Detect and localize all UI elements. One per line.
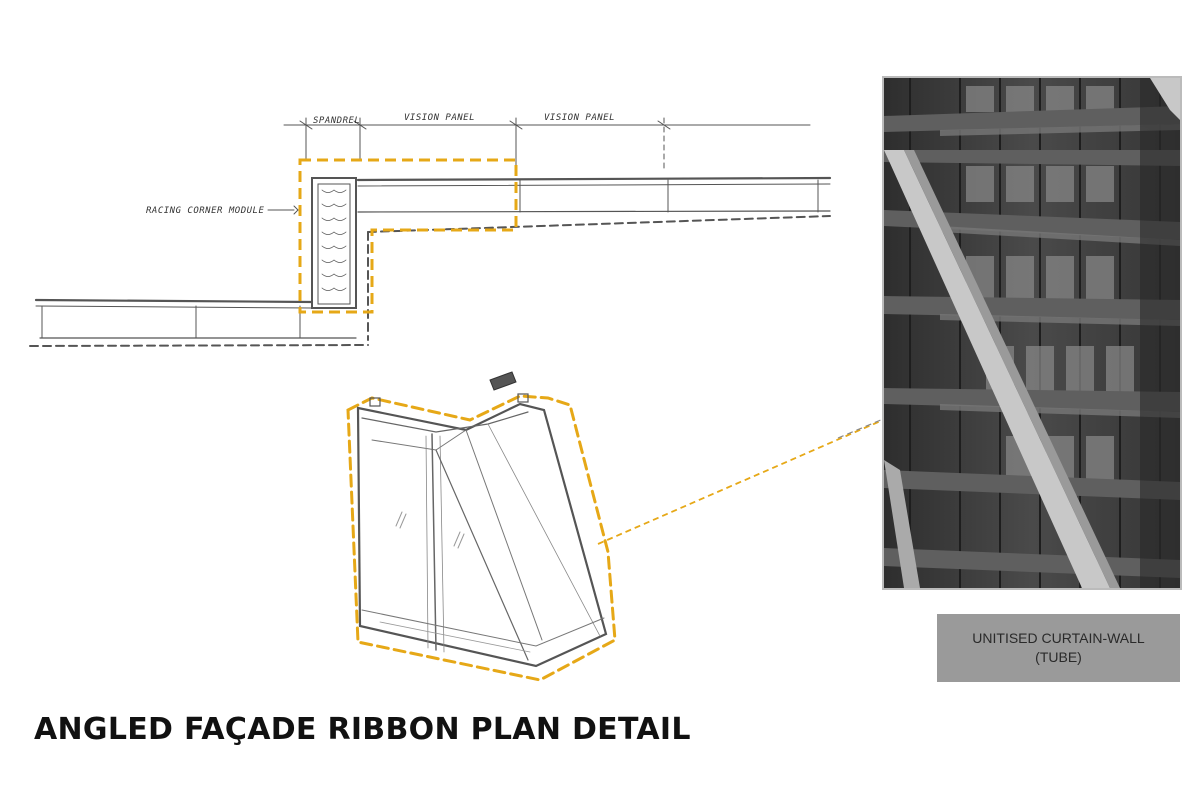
- page-title: ANGLED FAÇADE RIBBON PLAN DETAIL: [34, 712, 691, 747]
- vision-panel-label: VISION PANEL: [544, 113, 615, 123]
- caption-line: (TUBE): [1035, 649, 1082, 665]
- module-highlight: [346, 394, 617, 682]
- corner-module-label: RACING CORNER MODULE: [146, 206, 264, 216]
- leader-line: [597, 395, 939, 545]
- spandrel-label: SPANDREL: [313, 116, 360, 126]
- vision-panel-label: VISION PANEL: [404, 113, 475, 123]
- plan-sketch: [29, 117, 832, 347]
- curtain-wall-render: [882, 76, 1182, 590]
- caption-line: UNITISED CURTAIN-WALL: [972, 630, 1145, 646]
- caption-box: UNITISED CURTAIN-WALL (TUBE): [937, 614, 1180, 682]
- isometric-module: [346, 371, 617, 682]
- corner-module-highlight: [298, 158, 518, 314]
